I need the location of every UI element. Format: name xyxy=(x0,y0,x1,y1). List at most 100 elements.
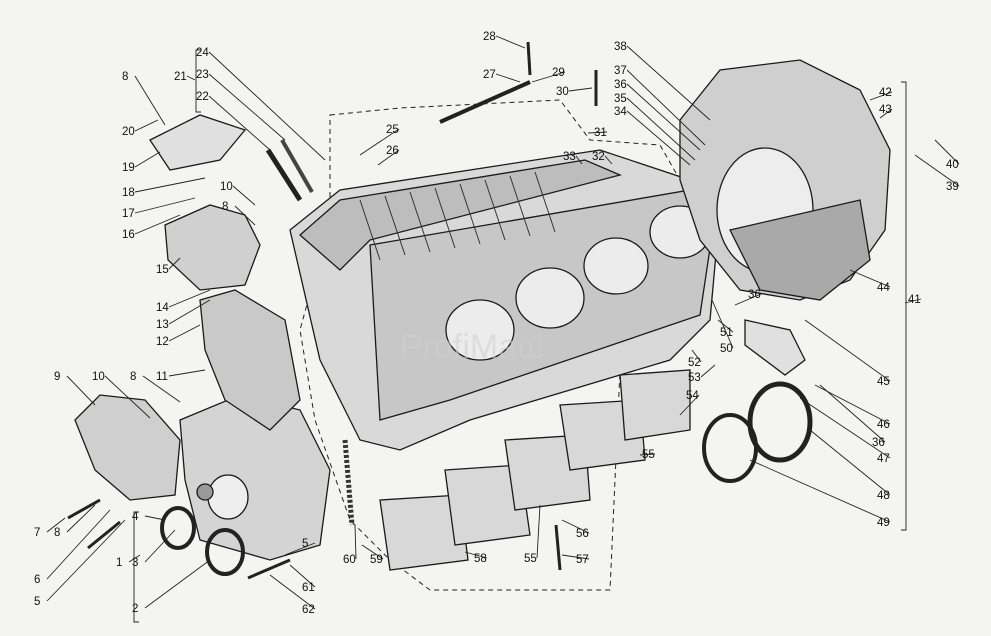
callout-label-8: 8 xyxy=(222,201,228,213)
callout-label-16: 16 xyxy=(122,229,135,241)
leader-line xyxy=(144,515,166,521)
callout-label-9: 9 xyxy=(54,371,60,383)
callout-label-23: 23 xyxy=(196,69,209,81)
callout-label-17: 17 xyxy=(122,208,135,220)
front-timing-cover xyxy=(179,394,331,561)
leader-line xyxy=(134,177,206,193)
callout-label-62: 62 xyxy=(302,604,315,616)
callout-label-10: 10 xyxy=(92,371,105,383)
callout-label-51: 51 xyxy=(720,327,733,339)
leader-line xyxy=(208,51,326,161)
callout-label-14: 14 xyxy=(156,302,169,314)
callout-label-4: 4 xyxy=(132,511,139,523)
leader-line xyxy=(879,108,893,119)
leader-line xyxy=(626,110,691,166)
callout-label-54: 54 xyxy=(686,390,699,402)
leader-line xyxy=(819,384,886,443)
leader-line xyxy=(804,319,891,382)
leader-line xyxy=(208,95,271,151)
callout-label-59: 59 xyxy=(370,554,383,566)
leader-line xyxy=(134,75,166,126)
leader-line xyxy=(168,299,211,325)
callout-label-46: 46 xyxy=(877,419,890,431)
leader-line xyxy=(128,554,141,563)
callout-label-39: 39 xyxy=(946,181,959,193)
main-bearing-caps xyxy=(379,369,691,571)
leader-line xyxy=(66,375,96,406)
leader-line xyxy=(934,139,960,165)
leader-line xyxy=(749,459,891,523)
callout-label-50: 50 xyxy=(720,343,733,355)
leader-line xyxy=(144,529,176,563)
callout-label-20: 20 xyxy=(122,126,135,138)
leader-line xyxy=(46,509,111,580)
leader-line xyxy=(104,375,151,419)
leader-line xyxy=(495,73,521,83)
callout-label-58: 58 xyxy=(474,553,487,565)
callout-label-55: 55 xyxy=(642,449,655,461)
leader-line xyxy=(134,214,181,235)
callout-label-19: 19 xyxy=(122,162,135,174)
leader-line xyxy=(700,364,716,378)
leader-line xyxy=(134,151,161,168)
callout-label-43: 43 xyxy=(879,104,892,116)
leader-line xyxy=(142,375,181,403)
callout-label-26: 26 xyxy=(386,145,399,157)
leader-line xyxy=(536,504,541,559)
callout-label-47: 47 xyxy=(877,453,890,465)
assembly-dashed-outline xyxy=(299,99,681,591)
callout-label-6: 6 xyxy=(34,574,40,586)
callout-label-35: 35 xyxy=(614,93,627,105)
leader-line xyxy=(604,155,613,165)
callout-label-61: 61 xyxy=(302,582,315,594)
leader-line xyxy=(495,35,526,49)
leader-line xyxy=(359,128,400,156)
leader-line xyxy=(168,369,206,377)
leader-line xyxy=(568,87,593,92)
callout-label-25: 25 xyxy=(386,124,399,136)
callout-label-52: 52 xyxy=(688,357,701,369)
callout-label-3: 3 xyxy=(132,557,138,569)
callout-label-34: 34 xyxy=(614,106,627,118)
callout-label-5: 5 xyxy=(302,538,308,550)
callout-label-15: 15 xyxy=(156,264,169,276)
callout-label-2: 2 xyxy=(132,603,138,615)
callout-label-8: 8 xyxy=(122,71,128,83)
gear-housing xyxy=(199,289,301,431)
cover-plate-45 xyxy=(744,319,806,376)
leader-line xyxy=(168,257,181,270)
leader-line xyxy=(289,564,316,588)
callout-label-56: 56 xyxy=(576,528,589,540)
leader-line xyxy=(234,205,256,226)
callout-label-60: 60 xyxy=(343,554,356,566)
thermostat-housing xyxy=(164,204,261,291)
bolt-6 xyxy=(87,520,121,550)
callout-label-45: 45 xyxy=(877,376,890,388)
callout-label-33: 33 xyxy=(563,151,576,163)
callout-label-12: 12 xyxy=(156,336,169,348)
leader-line xyxy=(575,155,583,165)
leader-line xyxy=(561,554,590,560)
leader-line xyxy=(168,324,201,342)
parts-layer xyxy=(67,41,891,591)
leader-line xyxy=(799,397,891,459)
callout-label-32: 32 xyxy=(592,151,605,163)
callout-label-44: 44 xyxy=(877,282,890,294)
leader-line xyxy=(354,524,357,560)
seal-ring-49 xyxy=(702,413,758,483)
leader-line xyxy=(626,69,706,146)
leader-line xyxy=(208,73,286,141)
callout-label-42: 42 xyxy=(879,87,892,99)
leader-line xyxy=(849,269,891,288)
callout-label-37: 37 xyxy=(614,65,627,77)
seal-ring-2 xyxy=(205,528,245,576)
leader-line xyxy=(46,519,126,602)
callout-label-31: 31 xyxy=(594,127,607,139)
callout-label-29: 29 xyxy=(552,67,565,79)
leader-line xyxy=(144,559,211,609)
oil-pipe xyxy=(439,80,531,124)
bolt-28 xyxy=(526,41,532,76)
callout-label-18: 18 xyxy=(122,187,135,199)
engine-mount-bracket xyxy=(74,394,181,501)
